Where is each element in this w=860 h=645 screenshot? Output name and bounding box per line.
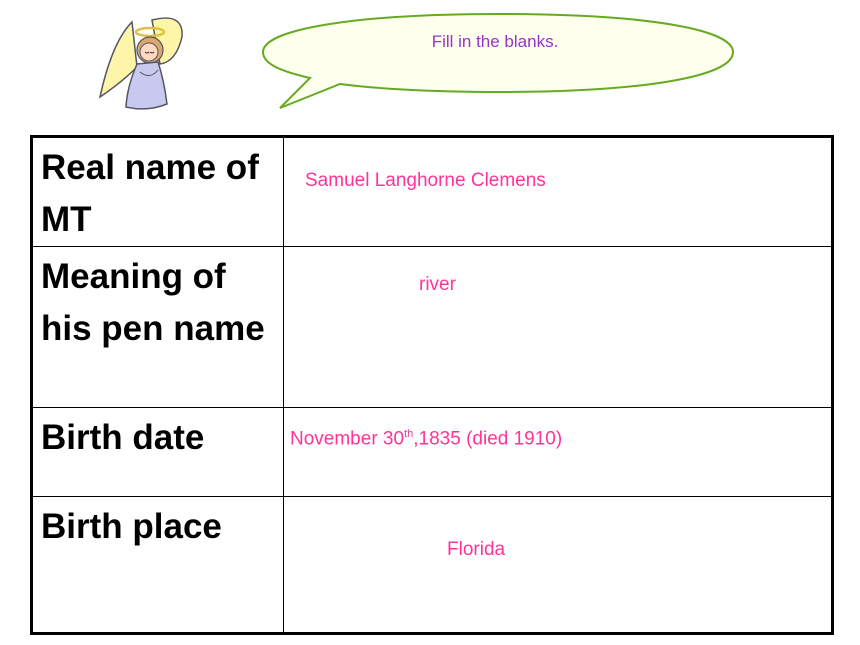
table-row-birth-date: Birth date November 30th,1835 (died 1910… <box>33 408 831 497</box>
angel-icon <box>98 17 183 110</box>
speech-bubble <box>261 12 735 109</box>
table-row-pen-name: Meaning of his pen name river <box>33 247 831 408</box>
answer-birth-place: Florida <box>447 539 506 560</box>
answer-birth-date: November 30th,1835 (died 1910) <box>290 428 562 450</box>
speech-bubble-text: Fill in the blanks. <box>431 32 559 51</box>
answer-real-name: Samuel Langhorne Clemens <box>305 170 546 191</box>
table-row-real-name: Real name of MT Samuel Langhorne Clemens <box>33 138 831 247</box>
answer-pen-name: river <box>419 274 456 295</box>
label-birth-date: Birth date <box>41 418 205 457</box>
answer-birth-date-year: ,1835 (died 1910) <box>413 428 563 450</box>
answer-birth-date-ordinal: th <box>404 428 414 440</box>
fill-in-table: Real name of MT Samuel Langhorne Clemens… <box>30 135 834 635</box>
column-divider <box>283 138 284 632</box>
answer-birth-date-day: November 30 <box>290 428 405 450</box>
label-real-name: Real name of MT <box>41 148 259 239</box>
label-pen-name: Meaning of his pen name <box>41 257 265 348</box>
table-row-birth-place: Birth place Florida <box>33 497 831 635</box>
label-birth-place: Birth place <box>41 507 222 546</box>
